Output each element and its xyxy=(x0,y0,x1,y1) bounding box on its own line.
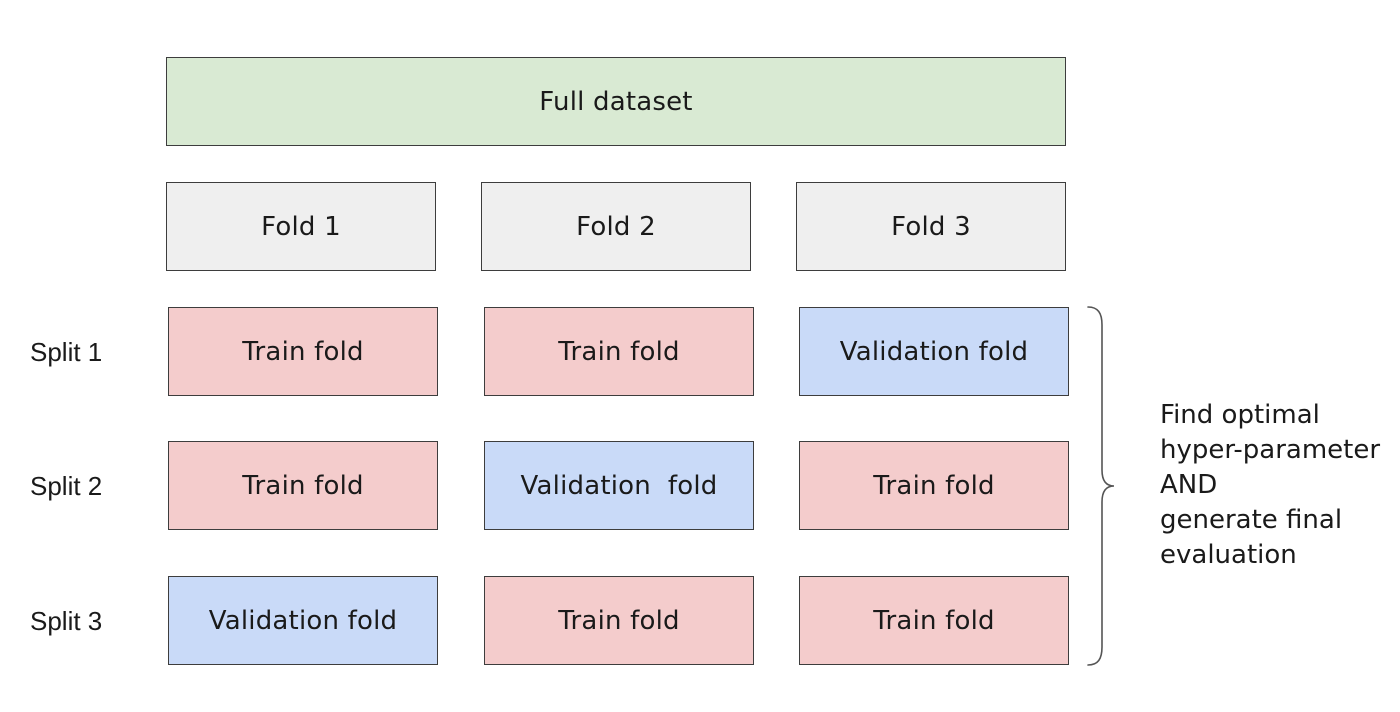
split-1-cell-3: Validation fold xyxy=(799,307,1069,396)
cell-label: Train fold xyxy=(242,470,364,501)
split-2-cell-3: Train fold xyxy=(799,441,1069,530)
split-2-cell-2: Validation fold xyxy=(484,441,754,530)
cell-label: Validation fold xyxy=(839,336,1029,367)
full-dataset-label: Full dataset xyxy=(539,86,693,117)
fold-3-box: Fold 3 xyxy=(796,182,1066,271)
split-3-cell-1: Validation fold xyxy=(168,576,438,665)
note-line: AND xyxy=(1160,470,1218,500)
note-text: Find optimal hyper-parameter AND generat… xyxy=(1160,398,1396,573)
split-1-cell-2: Train fold xyxy=(484,307,754,396)
fold-2-box: Fold 2 xyxy=(481,182,751,271)
fold-1-box: Fold 1 xyxy=(166,182,436,271)
split-1-cell-1: Train fold xyxy=(168,307,438,396)
cell-label: Train fold xyxy=(873,605,995,636)
cell-label: Train fold xyxy=(558,336,680,367)
split-3-cell-2: Train fold xyxy=(484,576,754,665)
split-1-label: Split 1 xyxy=(30,337,103,367)
full-dataset-box: Full dataset xyxy=(166,57,1066,146)
cell-label: Train fold xyxy=(873,470,995,501)
cell-label: Validation fold xyxy=(520,470,718,501)
cell-label: Validation fold xyxy=(208,605,398,636)
cell-label: Train fold xyxy=(558,605,680,636)
split-2-label: Split 2 xyxy=(30,471,103,501)
split-3-cell-3: Train fold xyxy=(799,576,1069,665)
cell-label: Train fold xyxy=(242,336,364,367)
note-line: hyper-parameter xyxy=(1160,435,1381,465)
note-line: Find optimal xyxy=(1160,400,1320,430)
fold-1-label: Fold 1 xyxy=(261,211,341,242)
split-3-label: Split 3 xyxy=(30,606,103,636)
note-line: generate final xyxy=(1160,505,1343,535)
split-2-cell-1: Train fold xyxy=(168,441,438,530)
fold-3-label: Fold 3 xyxy=(891,211,971,242)
note-line: evaluation xyxy=(1160,540,1297,570)
curly-brace xyxy=(1087,306,1115,666)
fold-2-label: Fold 2 xyxy=(576,211,656,242)
